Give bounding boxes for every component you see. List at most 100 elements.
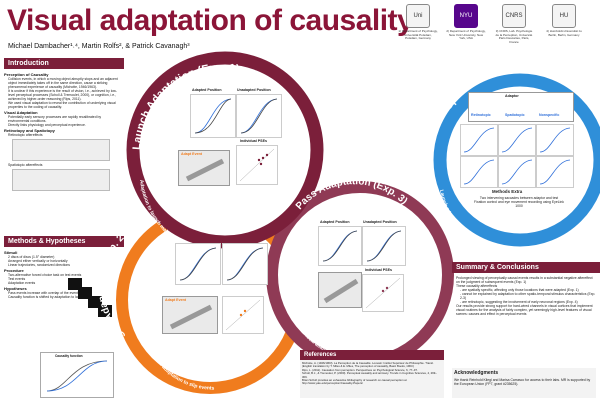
- list-item: Our results provide strong support for h…: [456, 304, 593, 316]
- retinotopy-heading: Retinotopy and Spatiotopy: [4, 128, 55, 133]
- procedure-frames: [68, 278, 116, 318]
- shifted-curve: [46, 360, 108, 392]
- list-item: It is unclear if this experience is the …: [8, 89, 117, 101]
- exp3-plot-unadapted: [362, 226, 406, 266]
- exp1-pse-plot: [236, 145, 278, 185]
- perception-heading: Perception of Causality: [4, 72, 49, 77]
- exp3-adapt-inset: [318, 272, 362, 308]
- exp1-adapt-inset: Adapt Event: [178, 150, 230, 186]
- exp4-plot-2: [498, 124, 536, 156]
- frame-square: [98, 305, 112, 317]
- poster-title: Visual adaptation of causality: [7, 4, 414, 37]
- logo-2: NYU 2) Department of Psychology, New Yor…: [446, 4, 486, 41]
- list-item: Test events: [8, 277, 26, 281]
- exp1-unadapted-label: Unadapted Position: [237, 88, 271, 92]
- hypothesis-plot: Causality function: [40, 352, 114, 398]
- acknowledgments-heading: Acknowledgments: [454, 370, 499, 376]
- list-item: Prolonged viewing of perceptually causal…: [456, 276, 593, 284]
- exp2-plot-adapted: [175, 243, 221, 285]
- list-item: Retinotopic aftereffects: [8, 133, 43, 137]
- spatiotopic-label: Spatiotopic: [505, 113, 525, 117]
- list-item: Spatiotopic aftereffects: [8, 163, 43, 167]
- exp1-plot-unadapted: [236, 94, 282, 138]
- adaptor-label: Adaptor: [505, 94, 519, 98]
- methods-heading: Methods & Hypotheses: [4, 236, 124, 247]
- exp4-methods-heading: Methods Extra: [492, 189, 523, 194]
- summary-body: Prolonged viewing of perceptually causal…: [452, 276, 596, 362]
- exp4-adaptor-diagram: Adaptor Retinotopic Spatiotopic Nonspeci…: [468, 92, 574, 122]
- list-item: - cannot be explained by adaptation to o…: [460, 292, 596, 300]
- retinotopy-diagram: [12, 139, 110, 161]
- acknowledgments-text: We thank Reinhold Kliegl and Marisa Carr…: [454, 378, 591, 386]
- plot-title: Causality function: [55, 354, 83, 358]
- list-item: Arranged either vertically or horizontal…: [8, 259, 68, 263]
- hypothesis-curves: [46, 360, 108, 392]
- exp2-pse-plot: [222, 296, 264, 334]
- list-item: - are spatially specific, affecting only…: [460, 288, 579, 292]
- exp4-plot-6: [536, 156, 574, 188]
- exp3-pse-plot: [362, 274, 404, 312]
- reference-item: Brian Scholl provides an exhaustive bibl…: [302, 378, 407, 386]
- list-item: Causality function is shifted by adaptat…: [8, 295, 89, 299]
- retinotopic-label: Retinotopic: [471, 113, 491, 117]
- exp3-unadapted-label: Unadapted Position: [363, 220, 397, 224]
- exp4-plot-1: [460, 124, 498, 156]
- logo-1: Uni 1) Department of Psychology, Univers…: [398, 4, 438, 41]
- summary-heading: Summary & Conclusions: [452, 262, 600, 273]
- exp1-pse-label: Individual PSEs: [240, 139, 267, 143]
- methods-body: Stimuli 2 discs of discs (1.5° diameter)…: [4, 249, 118, 397]
- acknowledgments-panel: [452, 368, 596, 398]
- reference-item: Michotte, A. (1946/1963). La Perception …: [302, 362, 434, 369]
- exp2-adapt-inset: Adapt Event: [162, 296, 218, 334]
- exp3-plot-adapted: [318, 226, 362, 266]
- list-item: Fixation control and eye movement record…: [474, 200, 564, 208]
- nonspecific-label: Nonspecific: [539, 113, 560, 117]
- logo-caption: 1) Department of Psychology, Universität…: [398, 29, 438, 41]
- exp3-adapted-label: Adapted Position: [320, 220, 350, 224]
- list-item: Collision events, in which a moving obje…: [8, 77, 118, 89]
- list-item: 2 discs of discs (1.5° diameter): [8, 255, 55, 259]
- exp1-adapted-label: Adapted Position: [192, 88, 222, 92]
- list-item: We used visual adaptation to reveal the …: [8, 101, 116, 109]
- stimuli-heading: Stimuli: [4, 250, 18, 255]
- exp2-plot-unadapted: [222, 243, 268, 285]
- exp4-plot-5: [498, 156, 536, 188]
- authors-line: Michael Dambacher¹˒⁴, Martin Rolfs², & P…: [8, 43, 190, 50]
- list-item: These causality aftereffects: [456, 284, 498, 288]
- list-item: Potentially early sensory processes are …: [8, 115, 102, 123]
- introduction-body: Perception of Causality Collision events…: [4, 71, 118, 249]
- list-item: Two intervening saccades between adaptor…: [479, 196, 559, 200]
- exp3-pse-label: Individual PSEs: [365, 268, 392, 272]
- procedure-heading: Procedure: [4, 268, 24, 273]
- hypotheses-heading: Hypotheses: [4, 286, 27, 291]
- list-item: Linear trajectories, randomized directio…: [8, 263, 71, 267]
- list-item: Directly links physiology and perceptual…: [8, 123, 86, 127]
- cnrs-logo-icon: CNRS: [502, 4, 526, 28]
- list-item: Pass events increase with overlap of the…: [8, 291, 80, 295]
- inset-label: Adapt Event: [181, 152, 202, 156]
- logo-caption: 2) Department of Psychology, New York Un…: [446, 29, 486, 41]
- exp4-methods-body: Two intervening saccades between adaptor…: [470, 196, 568, 210]
- introduction-heading: Introduction: [4, 58, 124, 69]
- exp4-plot-4: [460, 156, 498, 188]
- logo-4: HU 4) Humboldt-Universität zu Berlin, Be…: [544, 4, 584, 37]
- nyu-logo-icon: NYU: [454, 4, 478, 28]
- spatiotopy-diagram: [12, 169, 110, 191]
- baseline-curve: [46, 360, 108, 392]
- logo-caption: 4) Humboldt-Universität zu Berlin, Berli…: [546, 29, 582, 37]
- university-seal-icon: Uni: [406, 4, 430, 28]
- inset-label: Adapt Event: [165, 298, 186, 302]
- logo-caption: 3) CNRS, Lab. Psychologie de la Percepti…: [495, 29, 533, 44]
- exp1-plot-adapted: [190, 94, 236, 138]
- reference-item: Rips, L. (2011). Causation from percepti…: [302, 367, 418, 372]
- references-body: Michotte, A. (1946/1963). La Perception …: [302, 362, 442, 398]
- exp4-plot-3: [536, 124, 574, 156]
- reference-item: Scholl, B.J., & Tremoulet, P. (2000). Pe…: [302, 371, 437, 379]
- logo-3: CNRS 3) CNRS, Lab. Psychologie de la Per…: [494, 4, 534, 44]
- list-item: Two-alternative forced choice task on te…: [8, 273, 82, 277]
- adaptation-heading: Visual Adaptation: [4, 110, 38, 115]
- hu-berlin-logo-icon: HU: [552, 4, 576, 28]
- list-item: - are retinotopic, suggesting the involv…: [460, 300, 578, 304]
- list-item: Adaptation events: [8, 281, 36, 285]
- references-heading: References: [300, 350, 444, 360]
